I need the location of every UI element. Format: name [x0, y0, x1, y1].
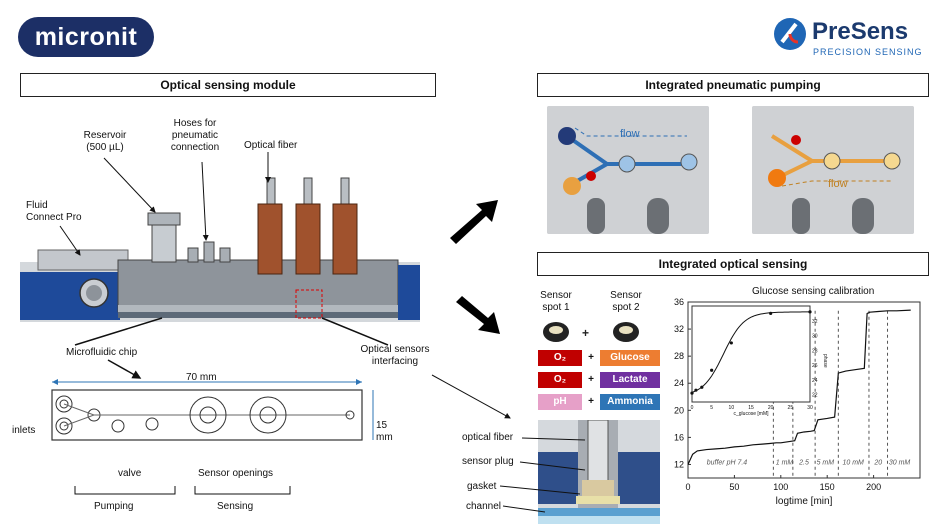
pumping-label: Pumping — [94, 501, 134, 512]
step-annotation: 5 mM — [817, 459, 835, 466]
optical-module-title: Optical sensing module — [20, 73, 436, 97]
flow-label-right: flow — [828, 178, 848, 190]
inset-y-tick-label: 22 — [812, 393, 818, 399]
table-right-cell: Glucose — [600, 350, 660, 366]
step-annotation: 30 mM — [889, 459, 911, 466]
inset-x-tick-label: 0 — [691, 405, 694, 411]
inset-x-tick-label: 30 — [807, 405, 813, 411]
sensor-spots-icons — [543, 322, 639, 342]
inset-y-tick-label: 24 — [812, 378, 818, 384]
inset-y-tick-label: 30 — [812, 334, 818, 340]
pumping-photo-right — [752, 106, 914, 234]
x-tick-label: 150 — [820, 482, 835, 492]
table-plus-cell: + — [582, 372, 600, 388]
optical-sensing-title: Integrated optical sensing — [537, 252, 929, 276]
table-right-cell: Ammonia — [600, 394, 660, 410]
optical-fiber-label: Optical fiber — [244, 140, 298, 151]
x-tick-label: 100 — [773, 482, 788, 492]
reservoir-label: Reservoir(500 µL) — [83, 130, 127, 153]
presens-logo-icon — [774, 18, 806, 50]
valve-label: valve — [118, 468, 142, 479]
y-tick-label: 28 — [674, 351, 684, 361]
chart-title: Glucose sensing calibration — [752, 286, 875, 297]
pumping-title: Integrated pneumatic pumping — [537, 73, 929, 97]
inset-x-tick-label: 15 — [748, 405, 754, 411]
table-left-cell: pH — [538, 394, 582, 410]
inset-x-tick-label: 25 — [788, 405, 794, 411]
table-right-cell: Lactate — [600, 372, 660, 388]
y-tick-label: 12 — [674, 459, 684, 469]
module-drawing — [20, 177, 420, 322]
y-tick-label: 24 — [674, 378, 684, 388]
sensing-label: Sensing — [217, 501, 254, 512]
table-plus-cell: + — [582, 394, 600, 410]
inset-fit-curve — [691, 311, 810, 393]
inset-y-tick-label: 26 — [812, 363, 818, 369]
step-annotation: 1 mM — [776, 459, 794, 466]
inset-y-tick-label: 32 — [812, 319, 818, 325]
presens-subtitle: PRECISION SENSING — [813, 47, 923, 57]
cs-sensor-plug-label: sensor plug — [462, 456, 514, 467]
microfluidic-chip-label: Microfluidic chip — [66, 347, 138, 358]
inset-data-point — [808, 310, 812, 314]
inset-data-point — [700, 385, 704, 389]
y-tick-label: 36 — [674, 297, 684, 307]
cross-section-drawing — [538, 420, 660, 524]
x-tick-label: 0 — [685, 482, 690, 492]
table-left-cell: O₂ — [538, 372, 582, 388]
y-tick-label: 20 — [674, 405, 684, 415]
x-tick-label: 50 — [729, 482, 739, 492]
flow-label-left: flow — [620, 128, 640, 140]
chip-brackets — [74, 486, 291, 495]
micronit-logo: micronit — [18, 17, 154, 57]
inset-frame — [691, 305, 811, 403]
table-left-cell: O₂ — [538, 350, 582, 366]
inset-x-label: c_glucose [mM] — [733, 411, 769, 417]
pumping-photo-left — [547, 106, 709, 234]
inset-data-point — [729, 341, 733, 345]
x-axis-label: logtime [min] — [776, 496, 833, 507]
y-tick-label: 32 — [674, 324, 684, 334]
inset-data-point — [710, 368, 714, 372]
inset-y-label: phase — [822, 354, 828, 368]
chip-width-label: 70 mm — [186, 372, 217, 383]
inset-data-point — [694, 388, 698, 392]
inset-y-tick-label: 28 — [812, 348, 818, 354]
sensor-openings-label: Sensor openings — [198, 468, 274, 479]
table-plus-cell: + — [582, 350, 600, 366]
inlets-label: inlets — [12, 425, 36, 436]
inset-x-tick-label: 5 — [710, 405, 713, 411]
x-tick-label: 200 — [866, 482, 881, 492]
step-annotation: buffer pH 7.4 — [707, 459, 748, 466]
cs-channel-label: channel — [466, 501, 502, 512]
cs-gasket-label: gasket — [467, 481, 497, 492]
inset-x-tick-label: 10 — [729, 405, 735, 411]
inset-data-point — [769, 311, 773, 315]
cs-optical-fiber-label: optical fiber — [462, 432, 514, 443]
presens-name: PreSens — [812, 18, 909, 45]
calibration-series-line — [687, 309, 911, 465]
inset-data-point — [690, 391, 694, 395]
inset-x-tick-label: 20 — [768, 405, 774, 411]
chip-drawing — [51, 379, 374, 441]
spots-plus: + — [582, 326, 590, 340]
step-annotation: 10 mM — [842, 459, 864, 466]
y-tick-label: 16 — [674, 432, 684, 442]
step-annotation: 20 — [873, 459, 882, 466]
step-annotation: 2.5 — [798, 459, 809, 466]
